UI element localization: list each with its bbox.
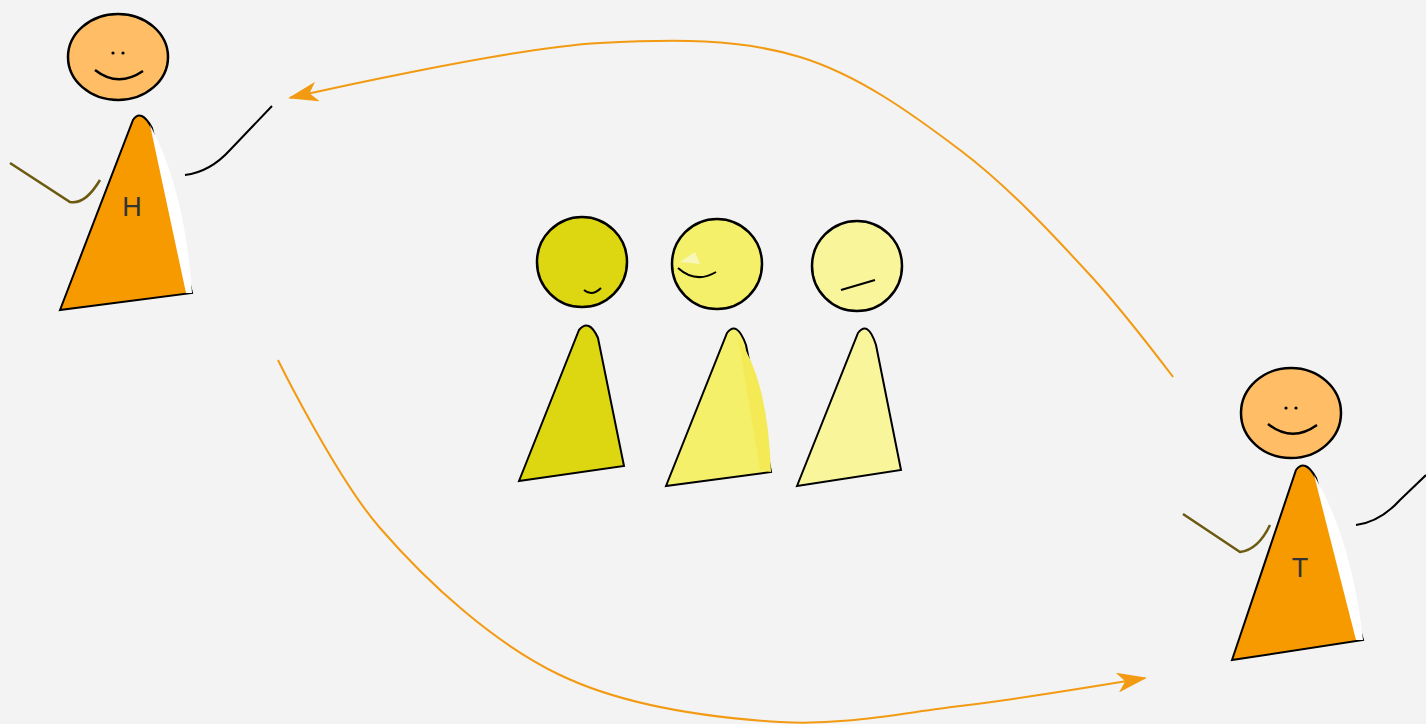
figure-arm: [10, 163, 100, 202]
figure-mouth: [584, 288, 601, 293]
figure-body: [666, 329, 771, 486]
figure-head: [812, 221, 902, 311]
figure-head: [537, 217, 627, 307]
figure-letter: H: [122, 194, 142, 221]
figure-outline: [1145, 377, 1426, 678]
flow-arrow: [278, 360, 1145, 723]
figure-arm: [1183, 514, 1270, 552]
figure-outline: [10, 15, 290, 360]
audience-figure: [519, 217, 627, 481]
presenter-figure: T: [1145, 377, 1426, 678]
figure-group: [1183, 368, 1426, 660]
figure-body: [1232, 466, 1363, 661]
figure-mouth: [1268, 424, 1317, 434]
figure-eye: [1284, 406, 1287, 409]
audience-figure: [666, 219, 771, 486]
figure-arm: [185, 106, 272, 175]
figure-highlight: [1314, 475, 1363, 640]
figure-body: [519, 326, 624, 482]
figure-body: [797, 329, 901, 486]
figure-letter: T: [1292, 555, 1309, 582]
figure-head: [68, 14, 168, 100]
figure-highlight: [150, 125, 192, 293]
figure-head: [1241, 368, 1341, 458]
figure-mouth: [841, 280, 875, 290]
figure-head: [672, 219, 762, 309]
figure-eye: [1294, 406, 1297, 409]
figure-mouth: [678, 268, 716, 277]
figure-shade: [738, 338, 771, 472]
figure-eye: [121, 51, 124, 54]
figure-group: [10, 14, 272, 310]
figure-highlight: [680, 252, 700, 264]
figure-mouth: [95, 70, 143, 79]
presenter-figure: H: [10, 15, 290, 360]
audience-figure: [797, 221, 902, 486]
figure-eye: [111, 51, 114, 54]
figure-body: [60, 116, 192, 311]
figure-arm: [1356, 475, 1426, 525]
flow-arrow: [290, 41, 1173, 377]
